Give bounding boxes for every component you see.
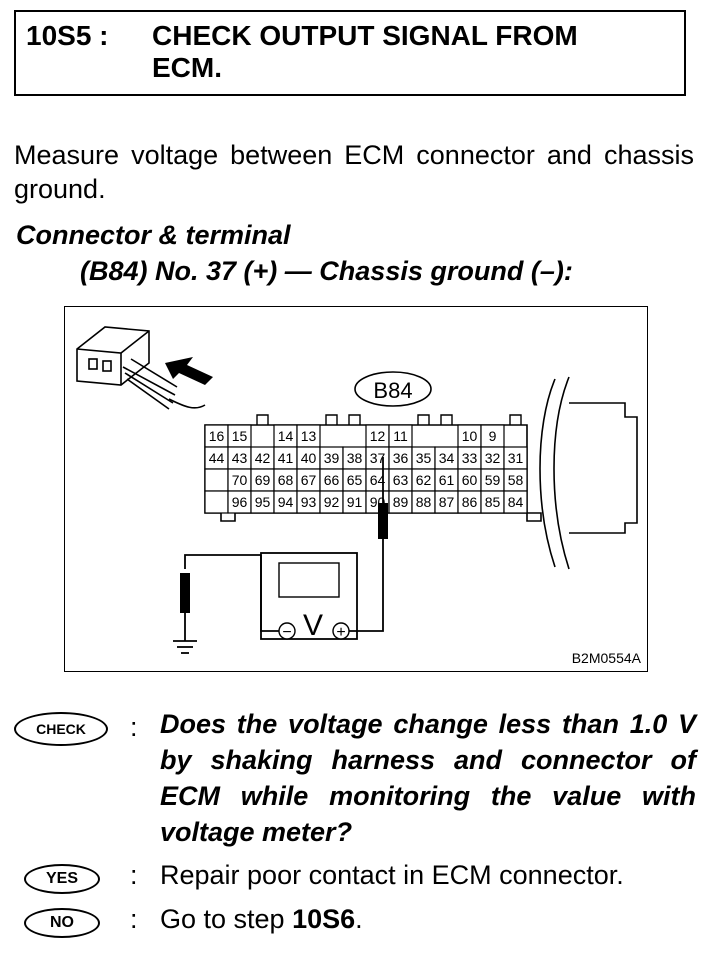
wiring-figure: B84 16 15 14 13 12 11 10 9 44 43 42 41 40 39 38 37 36 35 3… [64,306,648,672]
pin-number: 15 [232,428,248,444]
pin-number: 36 [393,450,409,466]
pin-number: 89 [393,494,409,510]
pin-number: 63 [393,472,409,488]
no-answer-step: 10S6 [292,904,356,934]
pin-number: 39 [324,450,340,466]
meter-plus: + [336,624,345,641]
pin-cell [503,490,528,514]
step-title: CHECK OUTPUT SIGNAL FROM ECM. [152,20,578,83]
connector-id-ellipse [354,371,432,407]
pin-number: 66 [324,472,340,488]
pin-number: 33 [462,450,478,466]
pin-number: 86 [462,494,478,510]
harness-break-lines [539,376,638,570]
pin-number: 92 [324,494,340,510]
meter-minus: − [282,624,291,641]
pin-cell [204,490,229,514]
pin-number: 88 [416,494,432,510]
wiring-diagram: B84 16 15 14 13 12 11 10 9 44 43 42 41 40 39 38 37 36 35 3… [76,326,642,666]
insert-arrow [165,357,213,385]
pin-number: 10 [462,428,478,444]
pin-number: 44 [209,450,225,466]
pin-number: 38 [347,450,363,466]
positive-probe [378,503,388,539]
pin-number: 69 [255,472,271,488]
pin-number: 31 [508,450,524,466]
pin-number: 96 [232,494,248,510]
pin-number: 41 [278,450,294,466]
pin-number: 37 [370,450,386,466]
connector-heading: Connector & terminal [16,220,291,250]
voltage-meter [260,552,358,640]
pin-number: 61 [439,472,455,488]
pin-number: 12 [370,428,386,444]
pin-number: 93 [301,494,317,510]
ground-symbol [173,640,197,654]
connector-notch [325,414,338,425]
figure-code: B2M0554A [572,650,642,666]
check-badge: CHECK [14,712,108,746]
no-badge: NO [24,908,100,938]
step-header: 10S5 : CHECK OUTPUT SIGNAL FROM ECM. [14,10,686,96]
pin-number: 60 [462,472,478,488]
yes-badge: YES [24,864,100,894]
ecm-connector: 16 15 14 13 12 11 10 9 44 43 42 41 40 39 38 37 36 35 34 33 3… [204,414,542,522]
pin-number: 16 [209,428,225,444]
intro-text: Measure voltage between ECM connector an… [14,140,694,204]
check-question: Does the voltage change less than 1.0 V … [160,709,696,847]
pin-number: 85 [485,494,501,510]
pin-number: 58 [508,472,524,488]
pin-number: 64 [370,472,386,488]
connector-notch [256,414,269,425]
ground-probe [180,573,190,613]
step-number: 10S5 : [26,20,109,51]
pin-number: 68 [278,472,294,488]
no-colon: : [130,904,138,934]
pin-number: 34 [439,450,455,466]
pin-number: 32 [485,450,501,466]
yes-answer: Repair poor contact in ECM connector. [160,860,624,890]
pin-number: 9 [489,428,497,444]
pin-number: 42 [255,450,271,466]
no-answer: Go to step 10S6. [160,904,700,935]
pin-number: 91 [347,494,363,510]
connector-notch [417,414,430,425]
connector-notch [440,414,453,425]
connector-notch [509,414,522,425]
pin-number: 40 [301,450,317,466]
pin-number: 87 [439,494,455,510]
yes-colon: : [130,860,138,890]
pin-number: 13 [301,428,317,444]
connector-illustration [76,326,206,410]
pin-number: 67 [301,472,317,488]
connector-spec: (B84) No. 37 (+) — Chassis ground (–): [80,256,573,286]
pin-number: 70 [232,472,248,488]
connector-notch [348,414,361,425]
pin-cell [204,468,229,492]
pin-number: 94 [278,494,294,510]
no-answer-suffix: . [355,904,363,934]
pin-number: 35 [416,450,432,466]
pin-number: 65 [347,472,363,488]
no-answer-prefix: Go to step [160,904,293,934]
meter-symbol: V [303,609,323,642]
pin-number: 95 [255,494,271,510]
pin-number: 11 [393,428,408,444]
pin-number: 14 [278,428,294,444]
pin-number: 43 [232,450,248,466]
pin-number: 62 [416,472,432,488]
check-colon: : [130,712,138,742]
pin-number: 59 [485,472,501,488]
pin-number: 84 [508,494,524,510]
connector-id-label: B84 [373,378,412,403]
probe-leads [184,535,384,632]
